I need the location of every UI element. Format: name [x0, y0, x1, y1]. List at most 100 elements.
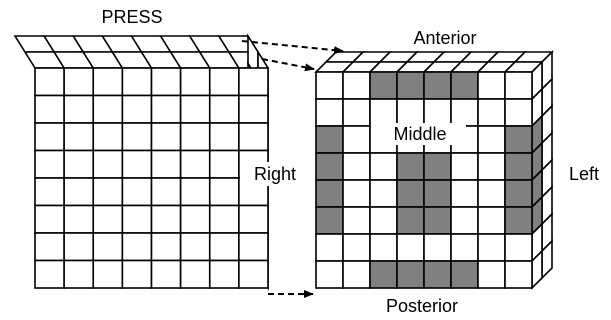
voxel-cell — [121, 149, 153, 179]
highlighted-voxel — [315, 152, 344, 181]
voxel-cell — [34, 177, 65, 207]
highlighted-voxel — [396, 152, 425, 181]
voxel-cell — [208, 67, 240, 97]
voxel-cell — [92, 149, 124, 179]
voxel-cell — [121, 259, 153, 289]
voxel-cell — [238, 67, 269, 97]
voxel-cell — [208, 204, 240, 234]
voxel-cell — [369, 98, 398, 127]
voxel-cell — [63, 177, 95, 207]
voxel-cell — [342, 179, 371, 208]
highlighted-voxel — [504, 206, 533, 235]
highlighted-voxel — [315, 206, 344, 235]
voxel-cell — [92, 122, 124, 152]
voxel-cell — [63, 204, 95, 234]
voxel-cell — [450, 233, 479, 262]
voxel-cell — [477, 152, 506, 181]
press-label: PRESS — [101, 7, 162, 27]
voxel-cell — [179, 149, 211, 179]
highlighted-voxel — [315, 125, 344, 154]
voxel-cell — [342, 206, 371, 235]
voxel-cell — [63, 67, 95, 97]
voxel-cell — [63, 94, 95, 124]
voxel-cell — [179, 67, 211, 97]
voxel-cell — [179, 94, 211, 124]
voxel-cell — [121, 204, 153, 234]
voxel-cell — [342, 125, 371, 154]
highlighted-voxel — [423, 179, 452, 208]
voxel-cell — [342, 152, 371, 181]
voxel-cell — [238, 204, 269, 234]
highlighted-voxel — [450, 260, 479, 289]
voxel-cell — [92, 67, 124, 97]
voxel-cell — [150, 149, 182, 179]
voxel-cell — [92, 204, 124, 234]
voxel-cell — [121, 232, 153, 262]
voxel-cell — [369, 233, 398, 262]
voxel-cell — [179, 204, 211, 234]
voxel-cell — [34, 232, 65, 262]
voxel-cell — [208, 94, 240, 124]
voxel-cell — [369, 179, 398, 208]
voxel-cell — [477, 233, 506, 262]
voxel-cell — [34, 67, 65, 97]
voxel-cell — [369, 152, 398, 181]
voxel-cell — [121, 94, 153, 124]
voxel-cell — [208, 149, 240, 179]
highlighted-voxel — [423, 71, 452, 100]
voxel-cell — [396, 98, 425, 127]
voxel-cell — [315, 98, 344, 127]
voxel-region-cube — [314, 50, 554, 290]
voxel-cell — [315, 233, 344, 262]
highlighted-voxel — [504, 179, 533, 208]
voxel-cell — [423, 233, 452, 262]
middle-label: Middle — [393, 124, 446, 144]
voxel-cell — [477, 98, 506, 127]
highlighted-voxel — [423, 206, 452, 235]
right-label: Right — [254, 164, 296, 184]
voxel-cell — [208, 122, 240, 152]
voxel-cell — [150, 232, 182, 262]
voxel-cell — [34, 204, 65, 234]
voxel-cell — [477, 179, 506, 208]
voxel-cell — [238, 259, 269, 289]
voxel-cell — [179, 232, 211, 262]
voxel-cell — [92, 232, 124, 262]
highlighted-voxel — [369, 71, 398, 100]
highlighted-voxel — [369, 260, 398, 289]
voxel-cell — [396, 233, 425, 262]
press-voxel-cube — [13, 33, 270, 291]
voxel-cell — [342, 260, 371, 289]
voxel-cell — [504, 98, 533, 127]
voxel-cell — [238, 232, 269, 262]
voxel-cell — [504, 233, 533, 262]
highlighted-voxel — [396, 71, 425, 100]
voxel-cell — [208, 259, 240, 289]
voxel-cell — [179, 259, 211, 289]
voxel-cell — [504, 260, 533, 289]
voxel-cell — [63, 149, 95, 179]
voxel-cell — [179, 122, 211, 152]
voxel-cell — [342, 233, 371, 262]
voxel-cell — [92, 177, 124, 207]
highlighted-voxel — [423, 152, 452, 181]
voxel-cell — [208, 177, 240, 207]
voxel-cell — [34, 259, 65, 289]
voxel-cell — [369, 206, 398, 235]
top-front-arrow — [261, 58, 315, 72]
voxel-cell — [150, 94, 182, 124]
highlighted-voxel — [450, 71, 479, 100]
voxel-cell — [208, 232, 240, 262]
voxel-cell — [92, 94, 124, 124]
voxel-cell — [450, 179, 479, 208]
voxel-cell — [450, 206, 479, 235]
posterior-label: Posterior — [386, 296, 458, 316]
top-back-arrow — [241, 40, 344, 55]
middle-label-bg — [371, 123, 466, 145]
voxel-cell — [34, 122, 65, 152]
voxel-cell — [121, 67, 153, 97]
voxel-cell — [238, 94, 269, 124]
voxel-cell — [477, 71, 506, 100]
highlighted-voxel — [396, 260, 425, 289]
